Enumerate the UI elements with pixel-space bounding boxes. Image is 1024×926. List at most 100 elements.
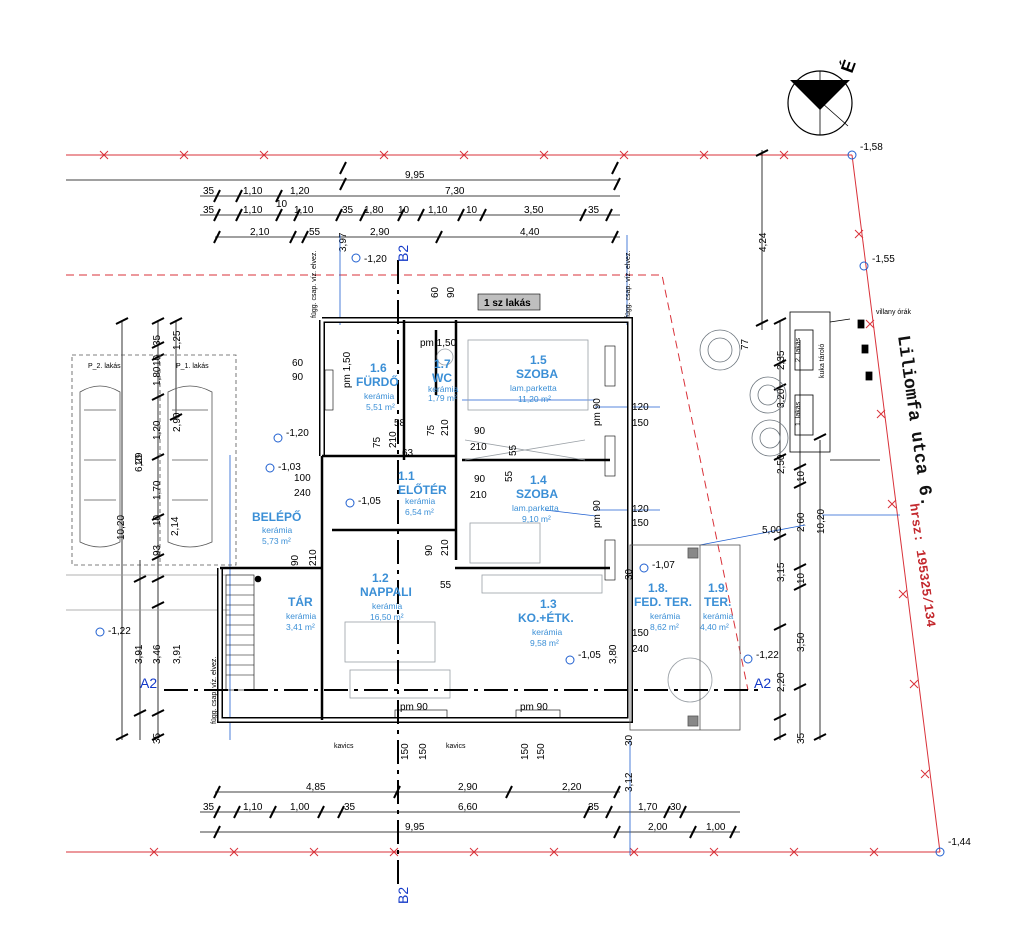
misc-labels: kavics kavics függ. csap. víz. elvez. fü… (211, 251, 632, 750)
dim-text: 4,24 (758, 232, 769, 252)
dim-text: pm 90 (592, 398, 603, 426)
dim-text: 2,50 (776, 454, 787, 474)
dim-text: 60 (292, 358, 304, 369)
room-tar: TÁR kerámia 3,41 m² (286, 594, 317, 632)
room-name: WC (432, 371, 452, 385)
boundary-x-marks (99, 150, 930, 857)
dim-text: 6,29 (134, 452, 145, 472)
dim-text: 77 (740, 338, 751, 350)
dim-text: 35 (588, 205, 600, 216)
room-name: KO.+ÉTK. (518, 610, 574, 625)
parking-1-label: P_1. lakás (176, 363, 209, 370)
dim-text: 2,20 (562, 782, 582, 793)
dim-text: 90 (424, 544, 435, 556)
dim-text: 150 (632, 418, 649, 429)
parcel-number: hrsz: 195325/134 (906, 502, 938, 628)
dim-text: 7,30 (445, 186, 465, 197)
dim-text: 1,10 (243, 802, 263, 813)
room-1-2: 1.2 NAPPALI kerámia 16,50 m² (360, 571, 412, 622)
dim-text: 3,20 (776, 388, 787, 408)
right-dimension-texts: 4,24 2,35 77 3,20 2,50 10 2,60 10,20 3,1… (740, 232, 827, 744)
room-number: 1.3 (540, 597, 557, 611)
section-labels: A2 A2 B2 B2 (140, 245, 771, 904)
parking-area (66, 354, 237, 611)
dim-text: 1,10 (243, 205, 263, 216)
dim-text: 75 (372, 436, 383, 448)
dim-text: 30 (624, 568, 635, 580)
north-arrow: É (787, 57, 860, 136)
room-1-4: 1.4 SZOBA lam.parketta 9,10 m² (512, 473, 559, 524)
room-number: 1.2 (372, 571, 389, 585)
dim-text: 90 (474, 426, 486, 437)
pipe-note: függ. csap. víz. elvez. (311, 251, 318, 318)
section-b-top: B2 (395, 245, 411, 262)
dim-text: 90 (474, 474, 486, 485)
dim-text: 10 (152, 514, 163, 526)
room-1-3: 1.3 KO.+ÉTK. kerámia 9,58 m² (518, 597, 574, 648)
room-material: kerámia (286, 611, 317, 621)
room-material: lam.parketta (510, 383, 557, 393)
dim-text: 10,20 (816, 509, 827, 534)
mailbox-1-label: 1. lakás (795, 401, 802, 426)
room-name: NAPPALI (360, 585, 412, 599)
room-name: FED. TER. (634, 595, 692, 609)
staircase (225, 574, 262, 691)
dim-text: 10 (398, 205, 410, 216)
mailbox-2-label: 2. lakás (795, 337, 802, 362)
meter-label: villany órák (876, 309, 912, 316)
terrace (629, 544, 741, 731)
dim-text: 2,90 (172, 412, 183, 432)
room-name: TÁR (288, 594, 313, 609)
dim-text: 4,40 (520, 227, 540, 238)
dim-text: 35 (796, 732, 807, 744)
dim-text: 150 (400, 743, 411, 760)
dim-text: 6,60 (458, 802, 478, 813)
level-markers (95, 150, 945, 857)
apartment-tag: 1 sz lakás (477, 293, 541, 311)
dim-text: 1,25 (172, 330, 183, 350)
dim-text: 150 (418, 743, 429, 760)
dim-text: 10 (466, 205, 478, 216)
dim-text: 2,90 (458, 782, 478, 793)
dim-text: 100 (294, 473, 311, 484)
dim-text: 35 (342, 205, 354, 216)
dim-text: 90 (446, 286, 457, 298)
dim-text: 240 (632, 644, 649, 655)
dim-text: 120 (632, 504, 649, 515)
section-a-right: A2 (754, 675, 771, 691)
dim-text: 55 (508, 444, 519, 456)
dim-text: 10 (134, 454, 145, 466)
room-1-6: 1.6 FÜRDŐ kerámia 5,51 m² (356, 361, 399, 412)
dim-text: 1,80 (364, 205, 384, 216)
trees (699, 329, 789, 457)
north-label: É (836, 57, 860, 75)
dim-text: 35 (152, 334, 163, 346)
dim-text: 3,50 (524, 205, 544, 216)
dim-text: 150 (520, 743, 531, 760)
level-value: -1,05 (358, 496, 381, 507)
top-dimension-texts: 9,95 35 1,10 1,20 7,30 35 1,10 10 1,10 3… (203, 170, 600, 252)
level-value: -1,22 (108, 626, 131, 637)
dim-text: 210 (470, 442, 487, 453)
dim-text: 3,46 (152, 644, 163, 664)
room-area: 8,62 m² (650, 622, 679, 632)
room-area: 5,73 m² (262, 536, 291, 546)
dim-text: 4,85 (306, 782, 326, 793)
dim-text: 150 (632, 518, 649, 529)
dim-text: 10,20 (116, 515, 127, 540)
room-name: TER. (704, 595, 731, 609)
mailbox-labels: 2. lakás 1. lakás kuka tároló villany ór… (795, 309, 912, 426)
room-number: 1.9. (708, 581, 728, 595)
room-area: 11,20 m² (518, 394, 551, 404)
dim-text: 60 (430, 286, 441, 298)
dim-text: 2,60 (796, 512, 807, 532)
room-number: 1.4 (530, 473, 547, 487)
room-area: 3,41 m² (286, 622, 315, 632)
dim-text: 35 (588, 802, 600, 813)
dim-text: pm 1,50 (342, 351, 353, 388)
section-b-bottom: B2 (395, 887, 411, 904)
room-area: 9,10 m² (522, 514, 551, 524)
dim-text: 3,15 (776, 562, 787, 582)
room-material: kerámia (428, 384, 459, 394)
room-name: BELÉPŐ (252, 509, 301, 524)
